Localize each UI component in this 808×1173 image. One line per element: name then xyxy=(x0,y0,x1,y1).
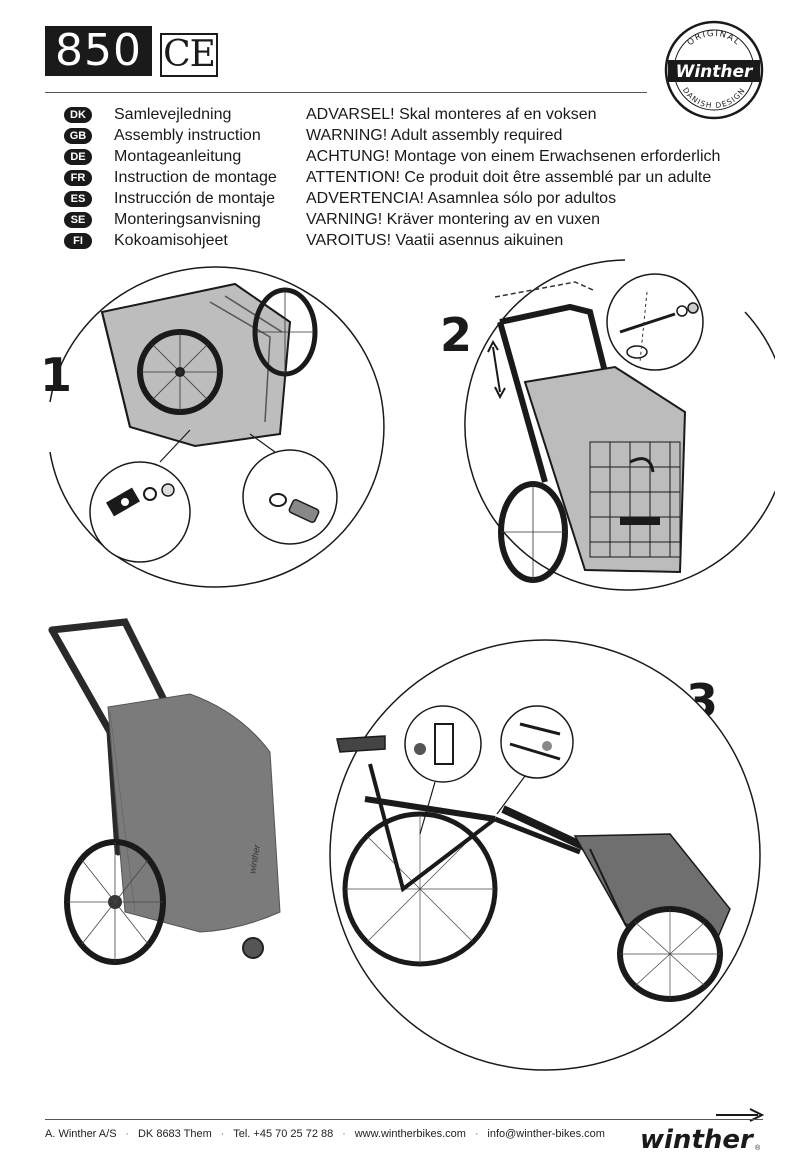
step-2-illustration xyxy=(464,259,775,591)
adult-warning: WARNING! Adult assembly required xyxy=(306,126,563,144)
adult-warning: VARNING! Kräver montering av en vuxen xyxy=(306,210,601,228)
registered-mark: ® xyxy=(755,1145,761,1152)
footer-website[interactable]: www.wintherbikes.com xyxy=(354,1128,466,1140)
language-badge: DE xyxy=(64,148,92,165)
model-number: 850 xyxy=(45,26,152,76)
adult-warning: VAROITUS! Vaatii asennus aikuinen xyxy=(306,231,564,249)
language-row: SE Monteringsanvisning VARNING! Kräver m… xyxy=(64,209,600,230)
adult-warning: ADVARSEL! Skal monteres af en voksen xyxy=(306,105,597,123)
instruction-title: Assembly instruction xyxy=(114,126,261,144)
language-badge: DK xyxy=(64,106,92,123)
language-row: GB Assembly instruction WARNING! Adult a… xyxy=(64,125,562,146)
step-number-2: 2 xyxy=(440,308,473,362)
footer-separator: · xyxy=(125,1128,130,1140)
instruction-title: Kokoamisohjeet xyxy=(114,231,228,249)
winther-original-logo: ORIGINAL Winther DANISH DESIGN xyxy=(664,20,764,120)
adult-warning: ACHTUNG! Montage von einem Erwachsenen e… xyxy=(306,147,721,165)
instruction-title: Monteringsanvisning xyxy=(114,210,261,228)
language-row: FR Instruction de montage ATTENTION! Ce … xyxy=(64,167,711,188)
language-row: FI Kokoamisohjeet VAROITUS! Vaatii asenn… xyxy=(64,230,563,251)
instruction-title: Samlevejledning xyxy=(114,105,232,123)
step-3-illustration xyxy=(329,639,761,1071)
instruction-title: Montageanleitung xyxy=(114,147,242,165)
logo-brand: Winther xyxy=(676,62,754,82)
adult-warning: ADVERTENCIA! Asamnlea sólo por adultos xyxy=(306,189,617,207)
language-badge: GB xyxy=(64,127,92,144)
ce-mark: CE xyxy=(160,33,218,77)
language-badge: FI xyxy=(64,232,92,249)
footer-phone: Tel. +45 70 25 72 88 xyxy=(233,1128,334,1140)
language-row: DE Montageanleitung ACHTUNG! Montage von… xyxy=(64,146,720,167)
language-badge: FR xyxy=(64,169,92,186)
adult-warning: ATTENTION! Ce produit doit être assemblé… xyxy=(306,168,712,186)
footer-contact: A. Winther A/S · DK 8683 Them · Tel. +45… xyxy=(45,1128,605,1140)
footer-separator: · xyxy=(474,1128,479,1140)
instruction-title: Instrucción de montaje xyxy=(114,189,275,207)
footer-address: DK 8683 Them xyxy=(137,1128,212,1140)
footer-logo: winther xyxy=(640,1125,753,1155)
footer-company: A. Winther A/S xyxy=(45,1128,117,1140)
language-badge: SE xyxy=(64,211,92,228)
footer-divider xyxy=(45,1119,763,1120)
language-row: DK Samlevejledning ADVARSEL! Skal monter… xyxy=(64,104,597,125)
header-divider xyxy=(45,92,647,93)
assembled-trailer-photo: winther xyxy=(48,618,281,965)
footer-separator: · xyxy=(342,1128,346,1140)
footer-email[interactable]: info@winther-bikes.com xyxy=(487,1128,605,1140)
footer-separator: · xyxy=(220,1128,225,1140)
language-badge: ES xyxy=(64,190,92,207)
instruction-title: Instruction de montage xyxy=(114,168,277,186)
step-number-1: 1 xyxy=(40,348,73,402)
language-row: ES Instrucción de montaje ADVERTENCIA! A… xyxy=(64,188,616,209)
step-1-illustration xyxy=(49,266,385,588)
